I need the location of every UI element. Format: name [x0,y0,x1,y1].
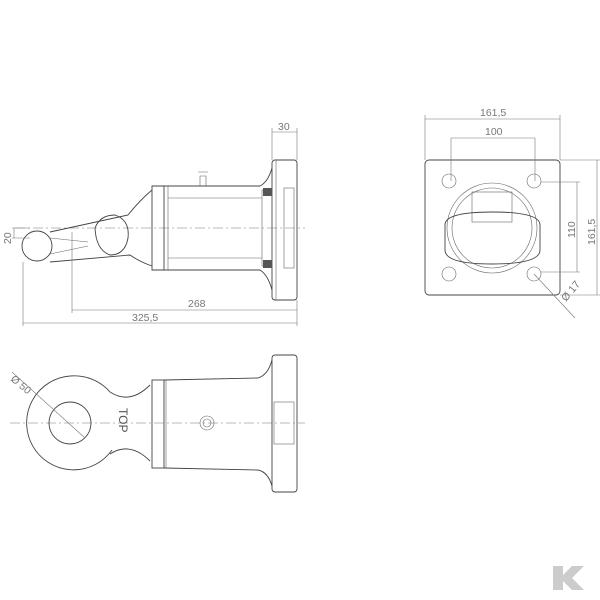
dim-161-5-h: 161,5 [586,219,598,245]
dim-268: 268 [188,298,206,310]
side-view-dimensions: 30 20 268 325,5 [2,121,298,326]
dim-30: 30 [278,121,290,133]
brand-logo [553,566,584,590]
dim-50: Ø 50 [8,373,33,397]
dim-161-5-w: 161,5 [480,107,506,119]
dim-100: 100 [485,126,503,138]
top-label: TOP [116,408,130,432]
top-view: Ø 50 TOP [8,354,305,493]
dim-17: Ø 17 [559,279,583,304]
dim-325-5: 325,5 [132,312,158,324]
front-view [424,159,561,296]
dim-110: 110 [566,221,578,238]
side-view [15,159,305,301]
dim-20: 20 [2,232,14,244]
